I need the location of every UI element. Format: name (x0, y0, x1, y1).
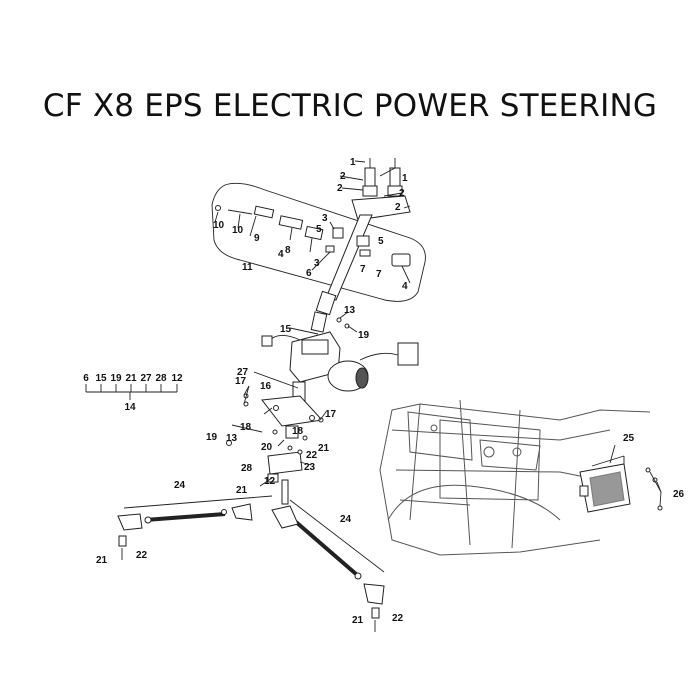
part-callout: 24 (340, 514, 352, 525)
group-header-item: 15 (95, 373, 107, 384)
tie-rod-left (144, 512, 226, 522)
frame-group (379, 399, 663, 556)
group-header-item: 27 (140, 373, 152, 384)
part-callout: 22 (392, 613, 404, 624)
part-callout: 21 (236, 485, 248, 496)
part-callout: 7 (360, 264, 366, 275)
part-callout: 10 (213, 220, 225, 231)
part-callout: 2 (399, 188, 405, 199)
part-callout: 20 (261, 442, 273, 453)
callouts: 1 1 2 2 2 2 3 3 4 4 5 5 6 7 7 8 9 10 10 … (96, 157, 685, 626)
part-callout: 1 (350, 157, 356, 168)
part-callout: 2 (337, 183, 343, 194)
part-callout: 3 (314, 258, 320, 269)
part-callout: 2 (340, 171, 346, 182)
vehicle-frame (379, 399, 651, 556)
part-callout: 8 (285, 245, 291, 256)
part-callout: 2 (395, 202, 401, 213)
part-callout: 11 (242, 262, 253, 273)
group-header-item: 28 (155, 373, 167, 384)
leader-lines (85, 160, 662, 507)
part-callout: 7 (376, 269, 382, 280)
group-header-item: 6 (83, 373, 89, 384)
part-callout: 17 (325, 409, 337, 420)
part-callout: 23 (304, 462, 316, 473)
group-label: 14 (124, 402, 136, 413)
part-callout: 17 (235, 376, 247, 387)
lower-coupler (310, 311, 328, 333)
handlebar-parts-outline (211, 182, 426, 302)
part-callout: 5 (378, 236, 384, 247)
part-callout: 4 (278, 249, 284, 260)
part-callout: 15 (280, 324, 292, 335)
part-callout: 21 (352, 615, 364, 626)
group-header-item: 21 (125, 373, 137, 384)
diagram-title: CF X8 EPS ELECTRIC POWER STEERING (42, 88, 658, 124)
eps-connector (397, 342, 419, 366)
group-header-item: 19 (110, 373, 122, 384)
part-callout: 26 (673, 489, 685, 500)
part-callout: 1 (402, 173, 408, 184)
part-callout: 12 (264, 476, 276, 487)
part-callout: 21 (96, 555, 108, 566)
part-callout: 18 (240, 422, 252, 433)
clamp-right-bottom (387, 185, 403, 197)
part-callout: 6 (306, 268, 312, 279)
eps-motor-group (226, 317, 419, 505)
universal-joint (315, 290, 337, 316)
eps-mount-bracket (261, 395, 324, 427)
part-callout: 13 (344, 305, 356, 316)
clamp-left-bottom (362, 185, 378, 197)
group-14-header: 6 15 19 21 27 28 12 14 (83, 373, 183, 413)
pitman-arm (267, 451, 303, 475)
part-callout: 16 (260, 381, 272, 392)
part-callout: 13 (226, 433, 238, 444)
part-callout: 24 (174, 480, 186, 491)
part-callout: 27 (237, 367, 249, 378)
part-callout: 25 (623, 433, 635, 444)
part-callout: 4 (402, 281, 408, 292)
handlebar-plate (351, 195, 411, 221)
part-callout: 9 (254, 233, 260, 244)
tie-rod-right (294, 520, 358, 576)
part-callout: 22 (306, 450, 318, 461)
part-callout: 19 (206, 432, 218, 443)
upper-shaft-group (211, 158, 426, 333)
part-callout: 22 (136, 550, 148, 561)
group-header-item: 12 (171, 373, 183, 384)
part-callout: 21 (318, 443, 330, 454)
tie-rods (117, 495, 385, 632)
part-callout: 19 (358, 330, 370, 341)
part-callout: 3 (322, 213, 328, 224)
part-callout: 18 (292, 426, 304, 437)
part-callout: 28 (241, 463, 253, 474)
part-callout: 10 (232, 225, 244, 236)
part-callout: 5 (316, 224, 322, 235)
